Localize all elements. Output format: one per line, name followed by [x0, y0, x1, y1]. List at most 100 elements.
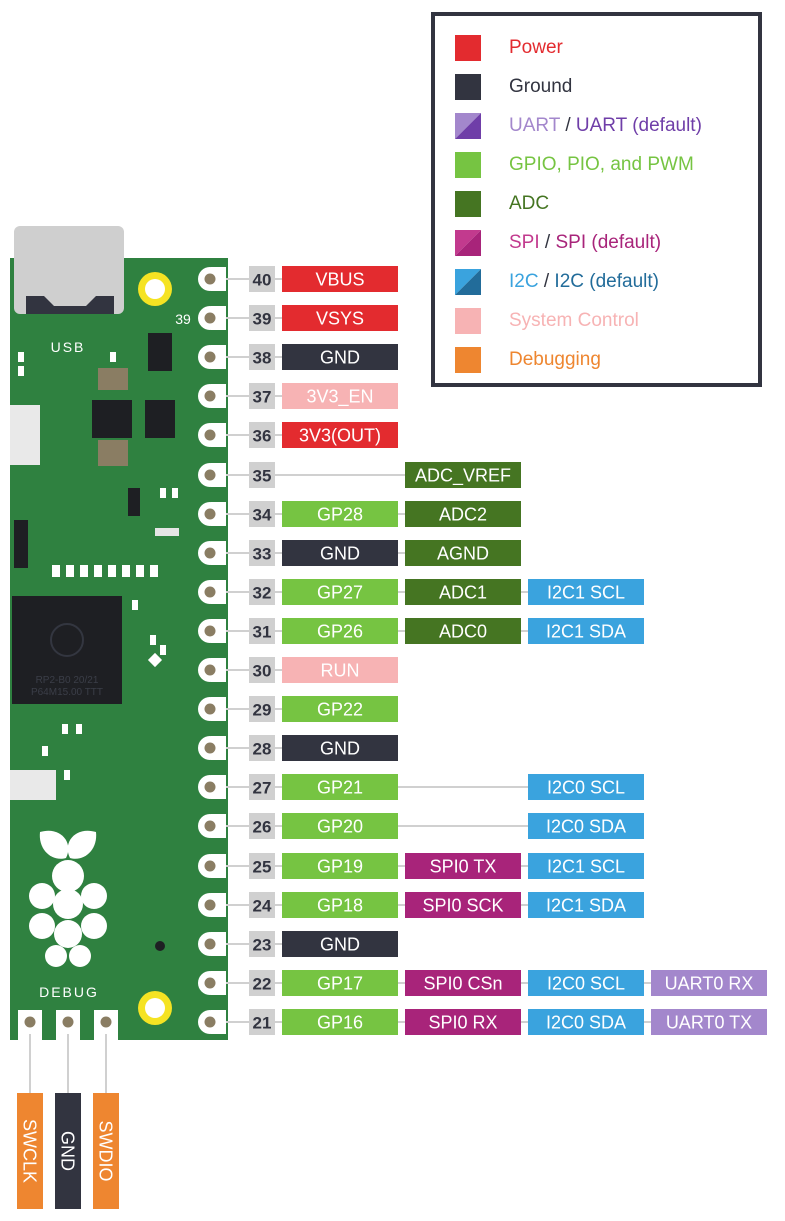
- debug-pin-label-box: [55, 1093, 81, 1209]
- legend-label-system: System Control: [509, 309, 639, 333]
- pin-number-box: [249, 540, 275, 566]
- pin-number-box: [249, 970, 275, 996]
- pin-number-box: [249, 383, 275, 409]
- pin-label-spi: SPI0 SCK: [422, 896, 503, 916]
- board-component: [98, 368, 128, 390]
- pin-number-box: [249, 266, 275, 292]
- debug-pin-3: SWDIO: [93, 1010, 119, 1209]
- pin-label-box: [282, 970, 398, 996]
- pin-label-adc: AGND: [437, 544, 489, 564]
- pin-label-gpio: GP28: [317, 505, 363, 525]
- board-component: [10, 770, 56, 800]
- pin-label-box: [528, 579, 644, 605]
- pin-number: 34: [253, 506, 272, 525]
- smd-part: [64, 770, 70, 780]
- pin-label-i2c: I2C0 SCL: [547, 974, 625, 994]
- legend-label-adc: ADC: [509, 192, 549, 216]
- pin-number: 32: [253, 584, 272, 603]
- pin39-side-label: 39: [175, 311, 191, 327]
- legend-text: I2C: [509, 271, 539, 292]
- legend-separator: /: [560, 115, 576, 136]
- debug-pin-hole: [100, 1016, 112, 1028]
- pin-label-gpio: GP26: [317, 622, 363, 642]
- pin-number-box: [249, 931, 275, 957]
- pin-label-power: VBUS: [315, 270, 364, 290]
- logo-berry: [52, 860, 84, 892]
- board-component: [92, 400, 132, 438]
- pin-label-box: [282, 305, 398, 331]
- legend-text-default: UART (default): [575, 115, 702, 136]
- smd-part: [122, 565, 130, 577]
- debug-pin-label: GND: [58, 1131, 78, 1171]
- legend-text: Power: [509, 37, 563, 58]
- legend-text: System Control: [509, 310, 639, 331]
- pin-label-box: [282, 735, 398, 761]
- debug-pin-label-box: [93, 1093, 119, 1209]
- pin-pad-hole: [204, 820, 216, 832]
- pin-label-box: [405, 501, 521, 527]
- pin-pad-hole: [204, 390, 216, 402]
- pin-label-system: RUN: [321, 661, 360, 681]
- pin-label-i2c: I2C0 SCL: [547, 778, 625, 798]
- pin-label-system: 3V3_EN: [306, 387, 373, 408]
- mounting-hole-center: [145, 998, 165, 1018]
- pin-label-box: [405, 540, 521, 566]
- pin-label-box: [282, 696, 398, 722]
- pin-number-box: [249, 501, 275, 527]
- pin-label-box: [282, 813, 398, 839]
- debug-pin-hole: [62, 1016, 74, 1028]
- logo-berry: [45, 945, 67, 967]
- pin-pad-hole: [204, 469, 216, 481]
- logo-berry: [54, 920, 82, 948]
- pin-pad-hole: [204, 742, 216, 754]
- pin-label-adc: ADC0: [439, 622, 487, 642]
- pin-label-box: [528, 892, 644, 918]
- pin-number: 36: [253, 427, 272, 446]
- pin-number-box: [249, 305, 275, 331]
- pin-label-box: [405, 970, 521, 996]
- smd-part: [132, 600, 138, 610]
- smd-part: [147, 652, 163, 668]
- pin-label-gpio: GP19: [317, 857, 363, 877]
- pin-pad-hole: [204, 508, 216, 520]
- smd-part: [76, 724, 82, 734]
- pin-pad-hole: [204, 547, 216, 559]
- pin-label-i2c: I2C1 SDA: [546, 896, 626, 916]
- debug-pin-hole: [24, 1016, 36, 1028]
- legend-label-debug: Debugging: [509, 348, 601, 372]
- pin-number-box: [249, 892, 275, 918]
- pin-pad-hole: [204, 312, 216, 324]
- pin-label-box: [651, 1009, 767, 1035]
- pin-number-box: [249, 813, 275, 839]
- pin-label-box: [405, 462, 521, 488]
- pin-number: 39: [253, 310, 272, 329]
- legend-text: Ground: [509, 76, 573, 97]
- pin-label-box: [282, 422, 398, 448]
- legend-label-i2c: I2C / I2C (default): [509, 270, 659, 294]
- board-component: [14, 520, 28, 568]
- smd-part: [42, 746, 48, 756]
- pin-pad-hole: [204, 625, 216, 637]
- logo-berry: [69, 945, 91, 967]
- logo-leaf-right: [67, 830, 97, 859]
- pin-label-box: [528, 970, 644, 996]
- pin-number: 29: [253, 701, 272, 720]
- board-component: [98, 440, 128, 466]
- smd-part: [150, 565, 158, 577]
- pin-label-box: [528, 853, 644, 879]
- pin-label-box: [651, 970, 767, 996]
- legend-label-gpio: GPIO, PIO, and PWM: [509, 153, 694, 177]
- pin-label-uart: UART0 TX: [666, 1013, 752, 1033]
